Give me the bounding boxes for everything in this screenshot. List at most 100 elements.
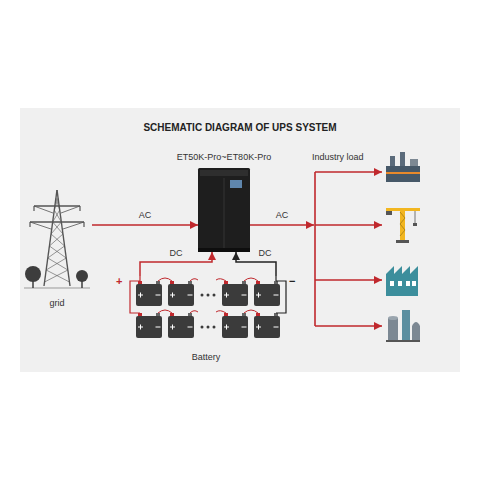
ellipsis-dot [201,294,204,297]
edge-label: AC [274,210,291,220]
minus-mark [156,327,161,328]
ellipsis-dot [207,326,210,329]
minus-mark [188,295,193,296]
minus-mark [274,295,279,296]
crane-cable [415,211,416,223]
battery-cell [168,284,194,306]
refinery-band [386,172,420,174]
factory-window [398,281,402,286]
plus-mark [138,325,143,330]
plant-dome [412,322,420,340]
ground-line [24,288,90,289]
series-wire [216,311,226,313]
cabinet-screen [230,180,242,188]
grid-tower: grid [22,186,92,310]
ellipsis-dot [213,294,216,297]
crane-hook [413,223,417,226]
negative-post [156,313,160,316]
edge-label: DC [168,248,185,258]
negative-post [242,281,246,284]
battery-cell [222,316,248,338]
tower-arm [30,221,84,222]
plus-mark [224,293,229,298]
load-branch-arrow [315,171,382,172]
ellipsis-dot [207,294,210,297]
parallel-wire-negative [276,276,286,313]
node-label: ET50K-Pro~ET80K-Pro [177,152,271,162]
negative-post [156,281,160,284]
plant-tower [402,310,410,340]
battery-cell [136,316,162,338]
battery-cell [136,284,162,306]
grid-tower-drawing [22,186,92,310]
crane-base [396,240,409,243]
parallel-wire-positive [130,276,140,313]
tower-leg [44,190,57,286]
factory-window [390,281,394,286]
industry-load-group-drawing [314,150,426,345]
series-wire [244,278,258,281]
minus-mark [274,327,279,328]
diagram-title: SCHEMATIC DIAGRAM OF UPS SYSTEM [0,122,480,133]
plant-tank-top [388,316,398,320]
door-seam [224,178,225,248]
series-wire [190,279,198,281]
tower-lattice [53,210,62,222]
node-label: Battery [192,352,221,362]
crane-lattice [400,212,405,236]
ups-cabinet: ET50K-Pro~ET80K-Pro [198,168,250,252]
node-label: Industry load [312,152,364,162]
edge-label: DC [257,248,274,258]
tower-lattice [46,258,68,270]
ellipsis-dot [213,326,216,329]
insulator [83,222,84,227]
series-wire [216,279,226,281]
series-wire [244,310,258,313]
minus-mark [242,327,247,328]
cabinet-top [200,170,248,176]
plant-tank [388,318,398,340]
battery-cell [168,316,194,338]
ellipsis-dot [201,326,204,329]
negative-terminal: − [289,276,295,287]
series-wire [158,278,172,281]
crane-jib [386,208,420,211]
plus-mark [138,293,143,298]
battery-cell [222,284,248,306]
battery-cell [254,316,280,338]
plus-mark [170,293,175,298]
minus-mark [156,295,161,296]
tower-leg [57,190,70,286]
positive-post [170,281,174,284]
load-branch-arrow [315,224,382,225]
load-branch-arrow [315,279,382,280]
diagram-panel [20,108,460,372]
load-branch-arrow [315,325,382,326]
tower-lattice [45,270,70,282]
refinery-body [386,166,420,182]
ac-output-arrow [250,224,314,226]
factory-building [386,266,418,296]
battery-cell [254,284,280,306]
tower-lattice [54,198,59,210]
battery-bank-drawing [122,276,290,364]
tower-lattice [51,222,63,234]
positive-post [170,313,174,316]
negative-post [188,281,192,284]
edge-label: AC [137,210,154,220]
ups-cabinet-drawing [198,168,250,252]
positive-terminal: + [116,276,122,287]
plus-mark [224,325,229,330]
node-label: grid [49,298,64,308]
positive-post [224,281,228,284]
factory-window [406,281,410,286]
cabinet-base [198,248,250,252]
series-wire [158,310,172,313]
load-bus [314,172,316,326]
negative-post [188,313,192,316]
minus-mark [242,295,247,296]
factory-window [412,281,416,286]
plus-mark [170,325,175,330]
